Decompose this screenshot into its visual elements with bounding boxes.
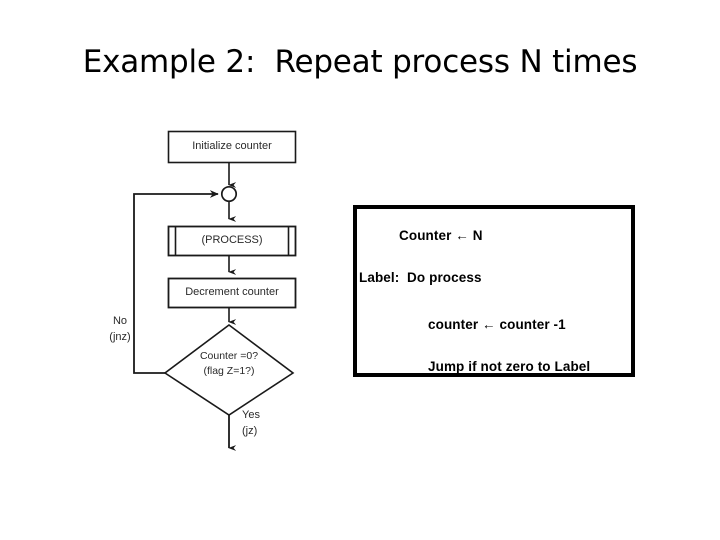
edge-feedback-loop-no (133, 190, 219, 374)
pseudocode-line-counter-init: Counter ← N (399, 228, 483, 243)
pseudocode-line-jump-if-not-zero: Jump if not zero to Label (428, 359, 591, 374)
edge-label-no: No (jnz) (109, 315, 131, 343)
node-condition-label: Counter =0? (flag Z=1?) (199, 350, 259, 377)
node-process (167, 225, 297, 257)
node-initialize-counter (167, 130, 297, 164)
page-title: Example 2: Repeat process N times (82, 44, 638, 80)
pseudocode-box: Counter ← N Label: Do process counter ← … (353, 205, 635, 377)
node-decrement-counter-label: Decrement counter (185, 286, 279, 298)
node-process-label: (PROCESS) (201, 234, 263, 246)
node-junction-connector (220, 185, 238, 203)
node-decrement-counter (167, 277, 297, 309)
node-initialize-counter-label: Initialize counter (192, 140, 272, 152)
pseudocode-line-label-do-process: Label: Do process (359, 270, 482, 285)
edge-label-yes: Yes (jz) (242, 409, 260, 437)
pseudocode-line-counter-decrement: counter ← counter -1 (428, 317, 566, 332)
